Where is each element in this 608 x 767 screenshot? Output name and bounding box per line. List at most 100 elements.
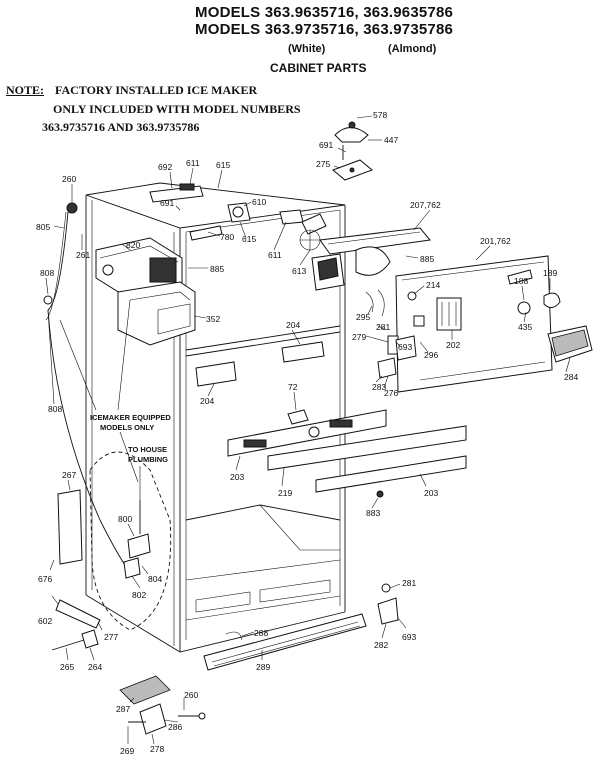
part-label: 265: [60, 662, 74, 672]
part-label: 260: [184, 690, 198, 700]
bracket-lower: [195, 361, 237, 387]
part-label: 602: [38, 616, 52, 626]
side-panel: [57, 489, 83, 565]
part-label: 802: [132, 590, 146, 600]
part-label: 610: [252, 197, 266, 207]
part-label: 204: [286, 320, 300, 330]
header-models-line2: MODELS 363.9735716, 363.9735786: [195, 21, 454, 38]
icemaker-callout-line2: MODELS ONLY: [100, 423, 154, 432]
icemaker-assembly: [66, 202, 196, 346]
note-line2: ONLY INCLUDED WITH MODEL NUMBERS: [53, 102, 301, 116]
part-label: 885: [420, 254, 434, 264]
part-label: 692: [158, 162, 172, 172]
note-line3: 363.9735716 AND 363.9735786: [42, 120, 200, 134]
part-label: 676: [38, 574, 52, 584]
part-label: 279: [352, 332, 366, 342]
evaporator-fan-group: [299, 213, 327, 251]
part-label: 219: [278, 488, 292, 498]
part-label: 615: [216, 160, 230, 170]
knob-and-cover: [543, 292, 593, 363]
part-label: 281: [402, 578, 416, 588]
header-white: (White): [288, 43, 326, 55]
part-label: 295: [356, 312, 370, 322]
part-label: 287: [116, 704, 130, 714]
note-heading: NOTE: FACTORY INSTALLED ICE MAKER: [6, 83, 257, 98]
house-plumbing-line2: PLUMBING: [128, 455, 168, 464]
part-label: 201,762: [480, 236, 511, 246]
part-label: 276: [384, 388, 398, 398]
part-label: 188: [514, 276, 528, 286]
part-label: 435: [518, 322, 532, 332]
part-label: 691: [160, 198, 174, 208]
part-label: 693: [402, 632, 416, 642]
part-label: 883: [366, 508, 380, 518]
part-label: 352: [206, 314, 220, 324]
bottom-hinge-right: [377, 583, 399, 625]
part-label: 72: [288, 382, 298, 392]
part-label: 283: [372, 382, 386, 392]
icemaker-callout-line1: ICEMAKER EQUIPPED: [90, 413, 171, 422]
part-label: 613: [292, 266, 306, 276]
leader-lines: [45, 115, 571, 745]
part-label: 203: [230, 472, 244, 482]
note-key: NOTE:: [6, 83, 45, 97]
part-label: 275: [316, 159, 330, 169]
part-label: 578: [373, 110, 387, 120]
part-label: 214: [426, 280, 440, 290]
part-label: 286: [168, 722, 182, 732]
note-line1: FACTORY INSTALLED ICE MAKER: [55, 83, 258, 97]
part-label: 261: [76, 250, 90, 260]
part-number-labels: 578 447 691 275 692 611 615 260 691 610 …: [36, 110, 578, 756]
part-label: 447: [384, 135, 398, 145]
part-label: 278: [150, 744, 164, 754]
water-line: [47, 211, 133, 576]
hinge-cap-assembly: [332, 121, 373, 181]
water-valve-group: [123, 500, 151, 579]
part-label: 202: [446, 340, 460, 350]
wiring-harness: [365, 289, 385, 317]
switch-assembly: [377, 335, 417, 379]
control-panel: [395, 255, 553, 393]
part-label: 804: [148, 574, 162, 584]
part-label: 611: [268, 250, 282, 260]
house-plumbing-line1: TO HOUSE: [128, 445, 167, 454]
part-label: 288: [254, 628, 268, 638]
front-leg-parts: [51, 599, 101, 651]
part-label: 267: [62, 470, 76, 480]
part-label: 281: [376, 322, 390, 332]
part-label: 260: [62, 174, 76, 184]
part-label: 611: [186, 158, 200, 168]
top-hinge-group: [149, 183, 304, 241]
part-label: 264: [88, 662, 102, 672]
part-label: 780: [220, 232, 234, 242]
part-label: 808: [48, 404, 62, 414]
part-label: 189: [543, 268, 557, 278]
part-label: 204: [200, 396, 214, 406]
part-label: 296: [424, 350, 438, 360]
part-label: 615: [242, 234, 256, 244]
cabinet-outline: [85, 182, 346, 653]
part-label: 207,762: [410, 200, 441, 210]
bottom-hinge-cluster: [119, 675, 206, 735]
toe-grille: [203, 613, 367, 671]
part-label: 691: [319, 140, 333, 150]
part-label: 203: [424, 488, 438, 498]
part-label: 885: [210, 264, 224, 274]
bracket-upper: [281, 341, 325, 363]
crisper-rails: [227, 409, 467, 493]
defrost-assembly: [311, 227, 431, 291]
part-label: 289: [256, 662, 270, 672]
header-models-line1: MODELS 363.9635716, 363.9635786: [195, 4, 454, 21]
part-label: 282: [374, 640, 388, 650]
part-label: 269: [120, 746, 134, 756]
header-almond: (Almond): [388, 43, 437, 55]
part-label: 800: [118, 514, 132, 524]
part-label: 805: [36, 222, 50, 232]
header-section-title: CABINET PARTS: [270, 61, 367, 75]
part-label: 277: [104, 632, 118, 642]
icemaker-region-outline: [89, 451, 172, 631]
part-label: 284: [564, 372, 578, 382]
part-label: 820: [126, 240, 140, 250]
part-label: 693: [398, 342, 412, 352]
